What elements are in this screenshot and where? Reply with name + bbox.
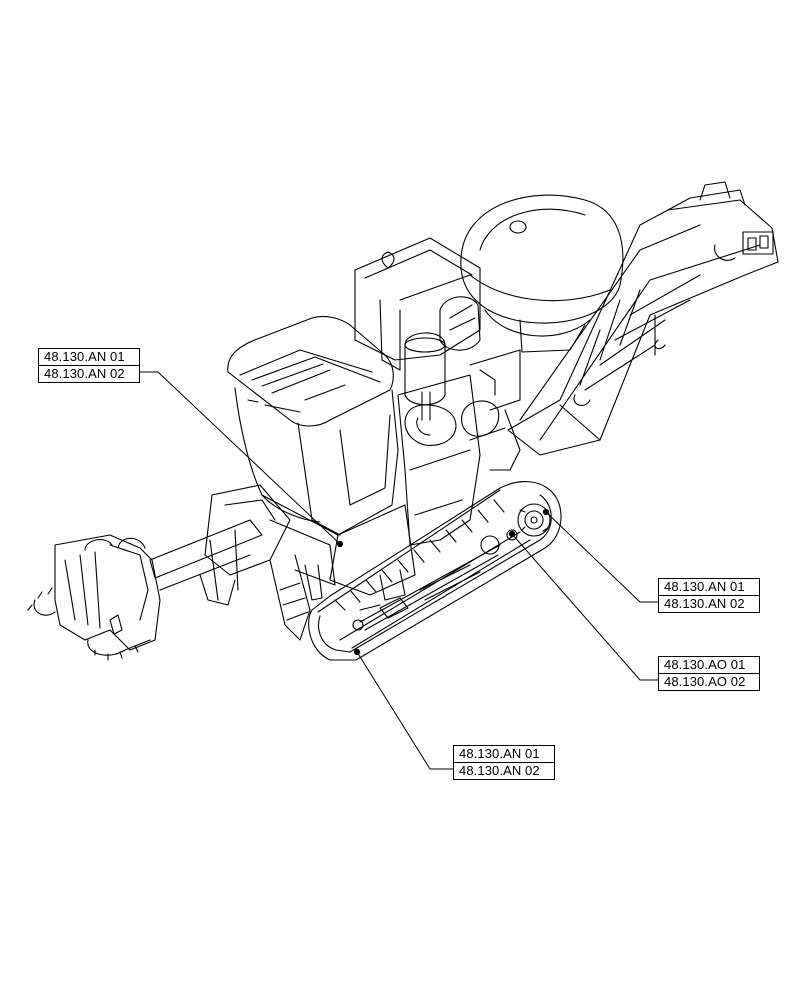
chassis — [269, 374, 481, 601]
engine-block — [354, 237, 521, 471]
callout-cab-body[interactable]: 48.130.AN 01 48.130.AN 02 — [38, 348, 140, 383]
operator-cab — [227, 315, 399, 536]
front-cutter-assembly — [27, 484, 323, 661]
leader-line-2 — [545, 511, 659, 603]
callout-track-roller[interactable]: 48.130.AO 01 48.130.AO 02 — [658, 656, 760, 691]
callout-code: 48.130.AO 02 — [659, 673, 759, 690]
callout-track-drive[interactable]: 48.130.AN 01 48.130.AN 02 — [658, 578, 760, 613]
leader-dot-4 — [353, 648, 361, 656]
leader-dot-3 — [508, 530, 516, 538]
callout-code: 48.130.AN 01 — [664, 579, 745, 594]
leader-lines — [138, 371, 659, 770]
elevator-arm — [507, 181, 779, 456]
callout-code: 48.130.AN 02 — [39, 365, 139, 382]
leader-line-4 — [356, 651, 454, 770]
leader-dot-1 — [336, 540, 344, 548]
crawler-track — [308, 481, 562, 661]
callout-track-idler[interactable]: 48.130.AN 01 48.130.AN 02 — [453, 745, 555, 780]
leader-line-3 — [511, 533, 659, 681]
leader-dot-2 — [542, 508, 550, 516]
leader-line-1 — [138, 371, 341, 545]
callout-code: 48.130.AN 02 — [659, 595, 759, 612]
callout-code: 48.130.AN 01 — [459, 746, 540, 761]
callout-code: 48.130.AN 01 — [44, 349, 125, 364]
callout-code: 48.130.AN 02 — [454, 762, 554, 779]
tank-dome — [460, 194, 624, 353]
callout-code: 48.130.AO 01 — [664, 657, 746, 672]
